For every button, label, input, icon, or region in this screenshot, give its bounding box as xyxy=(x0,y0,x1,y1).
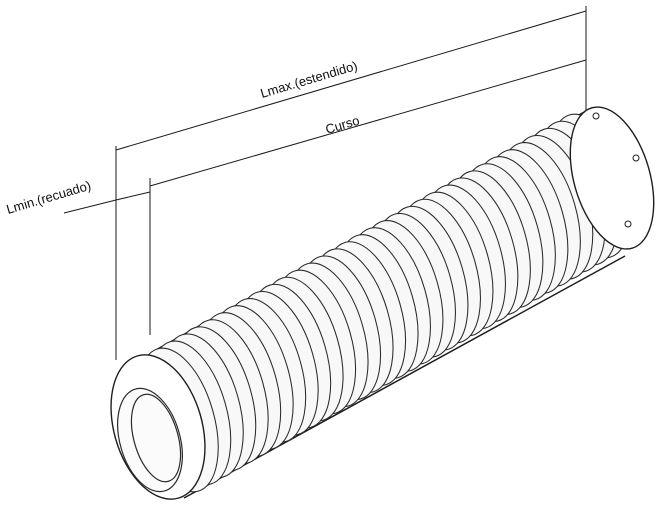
bellows-body xyxy=(110,106,655,500)
collar-inner-ring xyxy=(130,393,182,483)
curso-label: Curso xyxy=(324,113,362,137)
flange-bolt-hole xyxy=(632,154,640,162)
flange-bolt-hole xyxy=(592,112,600,120)
lmin-arrow-tick xyxy=(115,191,151,201)
dimension-lines xyxy=(63,6,587,360)
lmin-leader-line xyxy=(63,199,117,214)
far-end-flange xyxy=(569,106,655,250)
lmin-label: Lmin.(recuado) xyxy=(5,178,93,217)
curso-dimension-line xyxy=(149,59,587,187)
lmax-dimension-line xyxy=(115,10,587,151)
flange-bolt-hole xyxy=(624,220,632,228)
lmax-label: Lmax.(estendido) xyxy=(259,58,360,101)
